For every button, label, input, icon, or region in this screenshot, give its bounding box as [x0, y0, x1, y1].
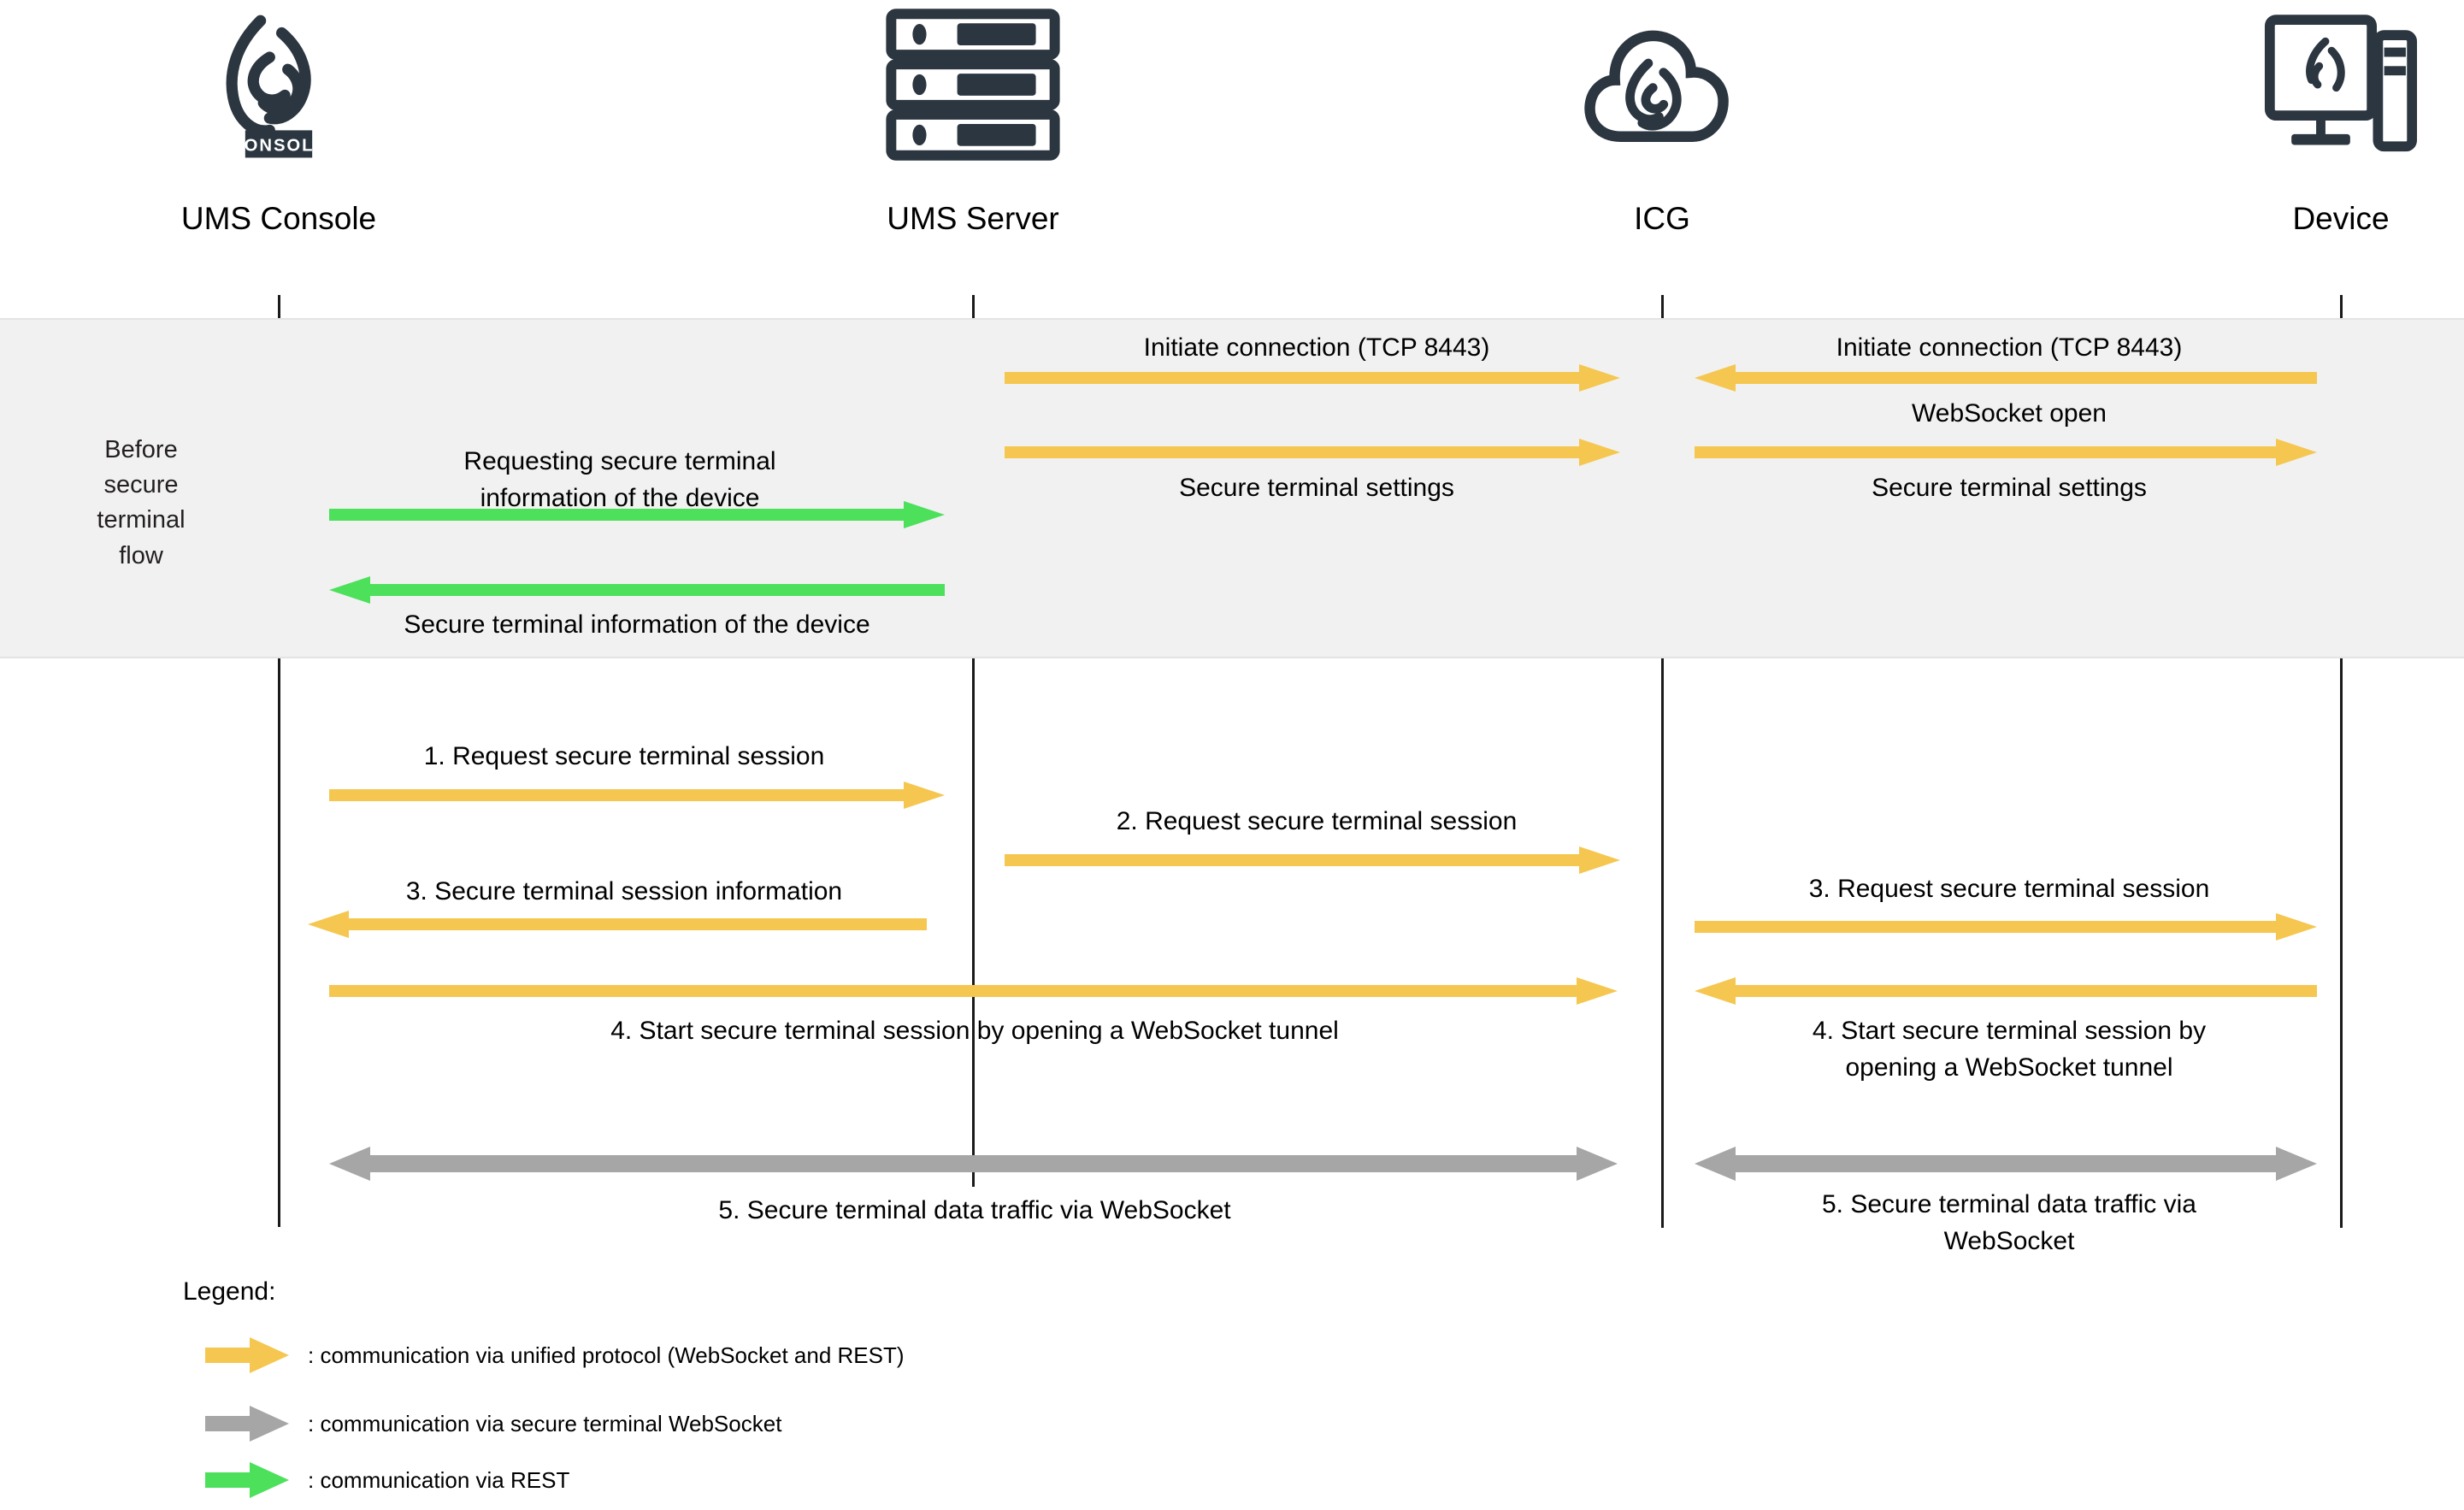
msg-label-step-5-console-icg: 5. Secure terminal data traffic via WebS… [718, 1196, 1231, 1224]
svg-text:CONSOLE: CONSOLE [230, 137, 327, 156]
msg-label-step-1: 1. Request secure terminal session [423, 742, 825, 770]
ums-console-logo-icon: CONSOLE [203, 3, 355, 166]
actor-ums-server: UMS Server [793, 0, 1152, 274]
msg-arrow-step-3-console [308, 909, 927, 944]
msg-label-secure-terminal-settings-server-icg: Secure terminal settings [1179, 474, 1454, 502]
msg-label-secure-terminal-settings-icg-device: Secure terminal settings [1872, 474, 2147, 502]
legend-arrow-unified-protocol-icon [205, 1336, 289, 1375]
actor-label-device: Device [2292, 201, 2390, 236]
cloud-gateway-icon [1577, 3, 1748, 166]
msg-label-step-2: 2. Request secure terminal session [1116, 807, 1518, 835]
legend-arrow-secure-terminal-websocket-icon [205, 1404, 289, 1443]
msg-label-step-4-device: 4. Start secure terminal session by open… [1812, 1017, 2207, 1082]
msg-arrow-secure-terminal-settings-server-icg [1005, 437, 1620, 472]
actor-device: Device [2161, 0, 2464, 274]
legend-arrow-rest-icon [205, 1460, 289, 1500]
lifeline-ums-console [278, 295, 280, 1227]
msg-arrow-step-2 [1005, 845, 1620, 880]
msg-label-step-3-device: 3. Request secure terminal session [1808, 875, 2210, 903]
msg-label-initiate-connection-device-icg: Initiate connection (TCP 8443) [1836, 333, 2183, 362]
legend-text-unified-protocol: : communication via unified protocol (We… [308, 1342, 905, 1368]
msg-label-initiate-connection-server-icg: Initiate connection (TCP 8443) [1143, 333, 1490, 362]
msg-label-requesting-secure-terminal-info: Requesting secure terminal information o… [463, 447, 776, 512]
monitor-device-icon [2261, 3, 2421, 166]
msg-label-step-3-console: 3. Secure terminal session information [405, 877, 843, 905]
legend-text-rest: : communication via REST [308, 1466, 570, 1493]
msg-label-websocket-open: WebSocket open [1912, 399, 2107, 428]
legend-item-rest: : communication via REST [205, 1460, 569, 1500]
msg-arrow-step-4-console [329, 976, 1618, 1011]
msg-arrow-secure-terminal-info [329, 575, 945, 610]
legend-text-secure-terminal-websocket: : communication via secure terminal WebS… [308, 1410, 782, 1436]
msg-label-secure-terminal-info: Secure terminal information of the devic… [404, 610, 870, 639]
actor-label-icg: ICG [1634, 201, 1690, 236]
actor-icg: ICG [1483, 0, 1842, 274]
lifeline-ums-server [972, 295, 975, 1187]
msg-arrow-websocket-open [1695, 437, 2317, 472]
msg-arrow-step-5-icg-device [1695, 1144, 2317, 1188]
actor-label-ums-server: UMS Server [887, 201, 1059, 236]
server-rack-icon [885, 3, 1061, 166]
msg-label-step-5-icg-device: 5. Secure terminal data traffic via WebS… [1822, 1190, 2196, 1255]
actor-ums-console: CONSOLE UMS Console [99, 0, 458, 274]
msg-arrow-initiate-connection-server-icg [1005, 363, 1620, 398]
msg-arrow-requesting-secure-terminal-info [329, 499, 945, 534]
msg-arrow-step-3-device [1695, 911, 2317, 947]
legend-item-unified-protocol: : communication via unified protocol (We… [205, 1336, 905, 1375]
lifeline-device [2340, 295, 2343, 1228]
legend-title: Legend: [183, 1277, 276, 1306]
msg-label-step-4-console: 4. Start secure terminal session by open… [610, 1017, 1339, 1045]
msg-arrow-step-5-console-icg [329, 1144, 1618, 1188]
lifeline-icg [1661, 295, 1664, 1228]
legend-item-secure-terminal-websocket: : communication via secure terminal WebS… [205, 1404, 781, 1443]
msg-arrow-step-1 [329, 780, 945, 815]
actor-label-ums-console: UMS Console [180, 201, 377, 236]
msg-arrow-step-4-device [1695, 976, 2317, 1011]
msg-arrow-initiate-connection-device-icg [1695, 363, 2317, 398]
